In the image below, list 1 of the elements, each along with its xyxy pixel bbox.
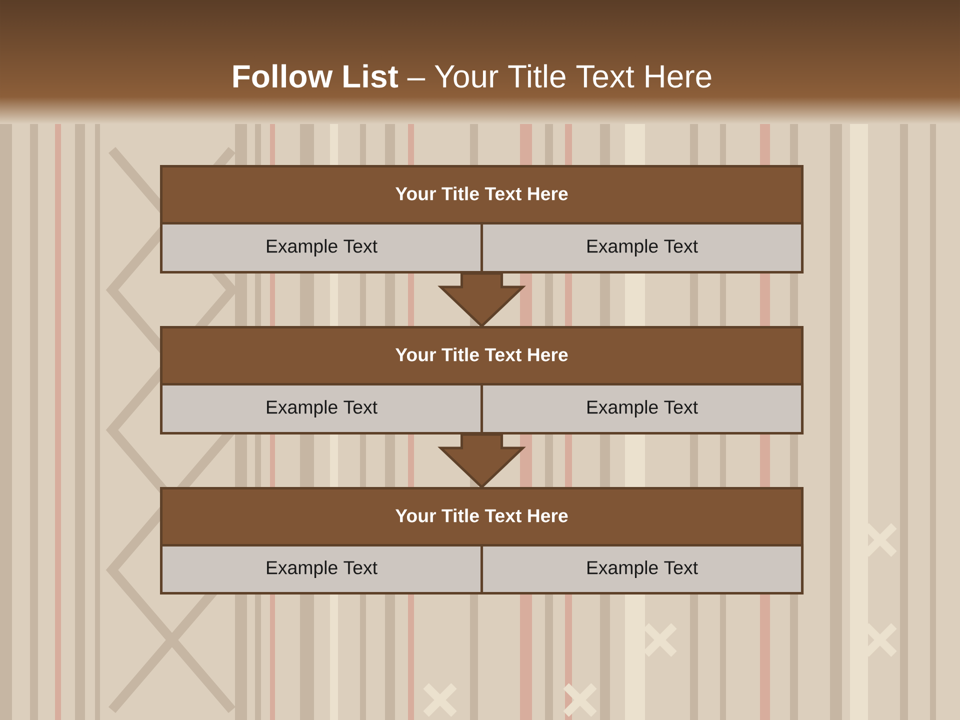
slide-title: Follow List – Your Title Text Here xyxy=(233,64,712,88)
